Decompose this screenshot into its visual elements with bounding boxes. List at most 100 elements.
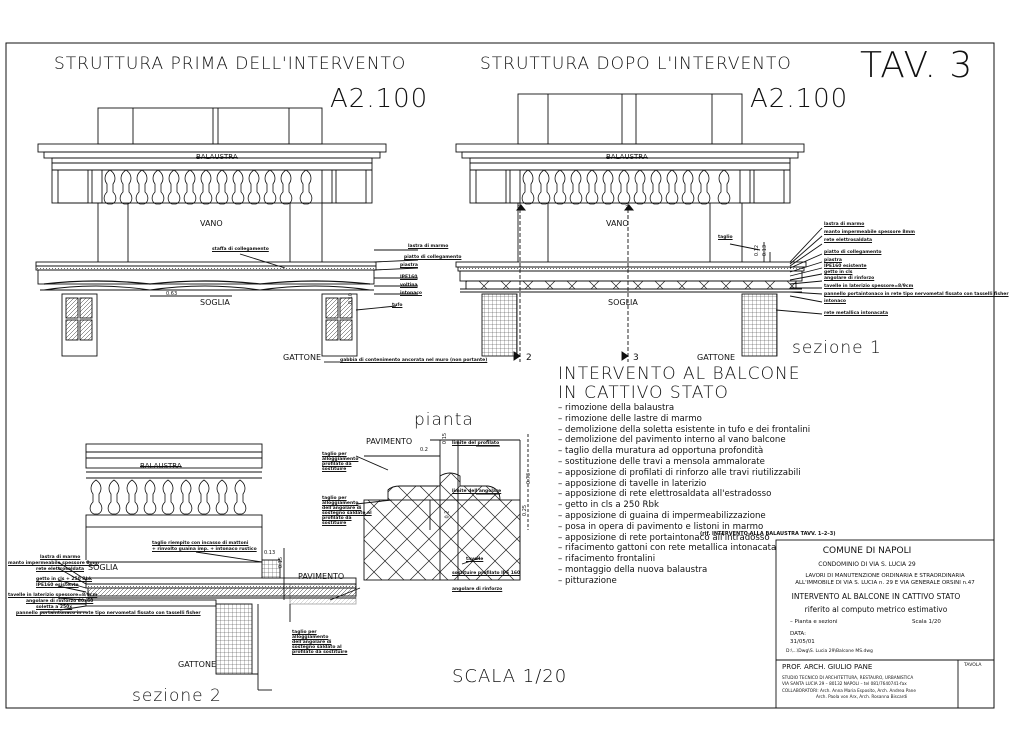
intervento-item: – apposizione di guaina di impermeabiliz… — [558, 510, 766, 521]
tb-pianta-sezioni: – Pianta e sezioni — [790, 619, 838, 625]
callout-lastra-left: lastra di marmo — [408, 244, 449, 249]
pianta-tavelle: tavelle — [466, 557, 484, 562]
tb-file: D:\...\Dwg\S. Lucia 29\Balcone MS.dwg — [786, 649, 873, 654]
callout-rete-right: rete elettrosaldata — [824, 238, 873, 243]
callout-piastra-right: piastra — [824, 258, 842, 263]
tb-studio-1: STUDIO TECNICO DI ARCHITETTURA, RESTAURO… — [782, 675, 914, 680]
callout-gabbia: gabbia di contenimento ancorata nel muro… — [340, 358, 488, 363]
intervento-item: – sostituzione delle travi a mensola amm… — [558, 456, 765, 467]
sez2-callout-rete: rete elettrosaldata — [36, 567, 85, 572]
balaustra-label-sez2: BALAUSTRA — [140, 462, 182, 470]
after-title: STRUTTURA DOPO L'INTERVENTO — [480, 54, 792, 74]
dim-0-12: 0.12 — [754, 244, 761, 257]
sez2-callout-ipe: IPE160 esistente — [36, 583, 79, 588]
intervento-item: – montaggio della nuova balaustra — [558, 564, 708, 575]
intervento-item: – posa in opera di pavimento e listoni i… — [558, 521, 764, 532]
intervento-item: – getto in cls a 250 Rbk — [558, 500, 659, 511]
intervento-item: – demolizione della soletta esistente in… — [558, 424, 811, 435]
callout-piatto-left: piatto di collegamento — [404, 255, 462, 260]
section-mark-top-2: 2 — [517, 205, 521, 212]
callout-ipe-right: IPE160 esistente — [824, 264, 867, 269]
dim-0-13-right: 0.13 — [762, 244, 769, 257]
callout-pannello-right: pannello portaintonaco in rete tipo nerv… — [824, 292, 1009, 297]
dim-0-73: 0.73 — [526, 472, 533, 485]
sez2-callout-angolare: angolare di rinforzo 60x60 — [26, 599, 94, 604]
pianta-title: pianta — [414, 410, 474, 430]
tb-comune: COMUNE DI NAPOLI — [822, 546, 912, 556]
intervento-item: – pitturazione — [558, 575, 617, 586]
intervento-note: (rif. INTERVENTO ALLA BALAUSTRA TAVV. 1–… — [700, 531, 836, 537]
sez2-callout-manto: manto impermeabile spessore 8mm — [8, 561, 99, 566]
drawing-code-left: A2.100 — [330, 84, 429, 114]
gattone-label-sez2: GATTONE — [178, 660, 217, 669]
callout-rete-metallica: rete metallica intonacata — [824, 311, 888, 316]
note-bottom-sez2: taglio per alloggiamento dell'angolare d… — [292, 630, 348, 655]
section-markers — [515, 204, 635, 211]
dim-0-15-sez2: 0.15 — [278, 556, 285, 569]
callout-piastra-left: piastra — [400, 263, 418, 268]
section-mark-2: 2 — [526, 353, 532, 363]
callout-lastra-right: lastra di marmo — [824, 222, 865, 227]
intervento-item: – rimozione della balaustra — [558, 403, 675, 413]
pianta-pavimento: PAVIMENTO — [366, 437, 413, 446]
tb-collab-2: Arch. Paola von Arx, Arch. Rosanna Bisca… — [816, 694, 908, 699]
tb-lavori-2: ALL'IMMOBILE DI VIA S. LUCIA n. 29 E VIA… — [795, 580, 975, 586]
plan-drawing — [329, 434, 529, 601]
dim-0-13-sez2: 0.13 — [264, 550, 276, 556]
title-block-frame — [775, 539, 995, 709]
sez2-callout-tavelle: tavelle in laterizio spessore=8/9cm — [8, 593, 98, 598]
limite-profilato: limite del profilato — [452, 441, 500, 446]
intervento-item: – apposizione di profilati di rinforzo a… — [558, 467, 801, 478]
intervento-list: – rimozione della balaustra– rimozione d… — [558, 403, 810, 587]
pavimento-label-sez2: PAVIMENTO — [298, 572, 345, 581]
dim-0-25: 0.25 — [522, 504, 529, 517]
intervento-item: – rimozione delle lastre di marmo — [558, 413, 702, 424]
callout-manto-right: manto impermeabile spessore 8mm — [824, 230, 915, 235]
dim-0-2-a: 0.2 — [420, 447, 428, 453]
soglia-label-left: SOGLIA — [200, 298, 230, 307]
taglio-profilato: taglio per alloggiamento profilato da so… — [322, 452, 359, 472]
intervento-item: – demolizione del pavimento interno al v… — [558, 435, 786, 446]
callout-voltina-left: voltina — [400, 283, 418, 288]
intervento-item: – apposizione di tavelle in laterizio — [558, 478, 707, 489]
dim-0-15-plan: 0.15 — [442, 432, 449, 445]
tb-data: 31/05/01 — [790, 639, 815, 645]
intervento-title-1: INTERVENTO AL BALCONE — [558, 364, 801, 384]
sez2-callout-pannello: pannello portaintonaco in rete tipo nerv… — [16, 611, 201, 616]
taglio-angolare: taglio per alloggiamento dell'angolare d… — [322, 496, 372, 526]
intervento-item: – rifacimento frontalini — [558, 554, 656, 565]
sez2-callout-getto: getto in cls + 250 Rbk — [36, 577, 92, 582]
intervento-item: – apposizione di rete portaintonaco all'… — [558, 532, 770, 543]
vano-label-right: VANO — [606, 219, 629, 228]
balusters-after — [521, 169, 731, 205]
sez2-callout-soletta: soletta a 250x — [36, 605, 73, 610]
tb-data-label: DATA: — [790, 631, 806, 637]
tb-lavori-1: LAVORI DI MANUTENZIONE ORDINARIA E STRAO… — [805, 573, 965, 579]
callout-angolare-right: angolare di rinforzo — [824, 276, 875, 281]
pianta-sostituire-ipe: sostituire profilato IPE 160 — [452, 571, 521, 576]
dim-0-10: 0.10 — [348, 292, 355, 305]
balaustra-label-right: BALAUSTRA — [606, 153, 648, 161]
callout-ipe-left: IPE160 — [400, 275, 418, 280]
sezione-1-title: sezione 1 — [792, 338, 882, 358]
section-mark-top-3: 3 — [625, 205, 629, 212]
drawing-code-right: A2.100 — [750, 84, 849, 114]
callout-taglio: taglio — [718, 235, 733, 240]
limite-angolare: limite dell'angolare — [452, 489, 502, 494]
before-title: STRUTTURA PRIMA DELL'INTERVENTO — [54, 54, 407, 74]
elevation-after — [455, 93, 823, 362]
tb-scala: Scala 1/20 — [912, 619, 941, 625]
callout-intonaco-left: intonaco — [400, 291, 422, 296]
soglia-label-sez2: SOGLIA — [88, 563, 118, 572]
gattone-label-right: GATTONE — [697, 353, 736, 362]
sezione-2-title: sezione 2 — [132, 686, 222, 706]
section-2-drawing — [40, 443, 357, 691]
tb-condominio: CONDOMINIO DI VIA S. LUCIA 29 — [818, 561, 916, 568]
callout-tavelle-right: tavelle in laterizio spessore=8/9cm — [824, 284, 914, 289]
dim-0-63: 0.63 — [166, 291, 178, 297]
soglia-label-right: SOGLIA — [608, 298, 638, 307]
callout-tufo-left: tufo — [392, 303, 403, 308]
intervento-title-2: IN CATTIVO STATO — [558, 383, 729, 403]
vano-label-left: VANO — [200, 219, 223, 228]
elevation-before — [35, 107, 419, 363]
